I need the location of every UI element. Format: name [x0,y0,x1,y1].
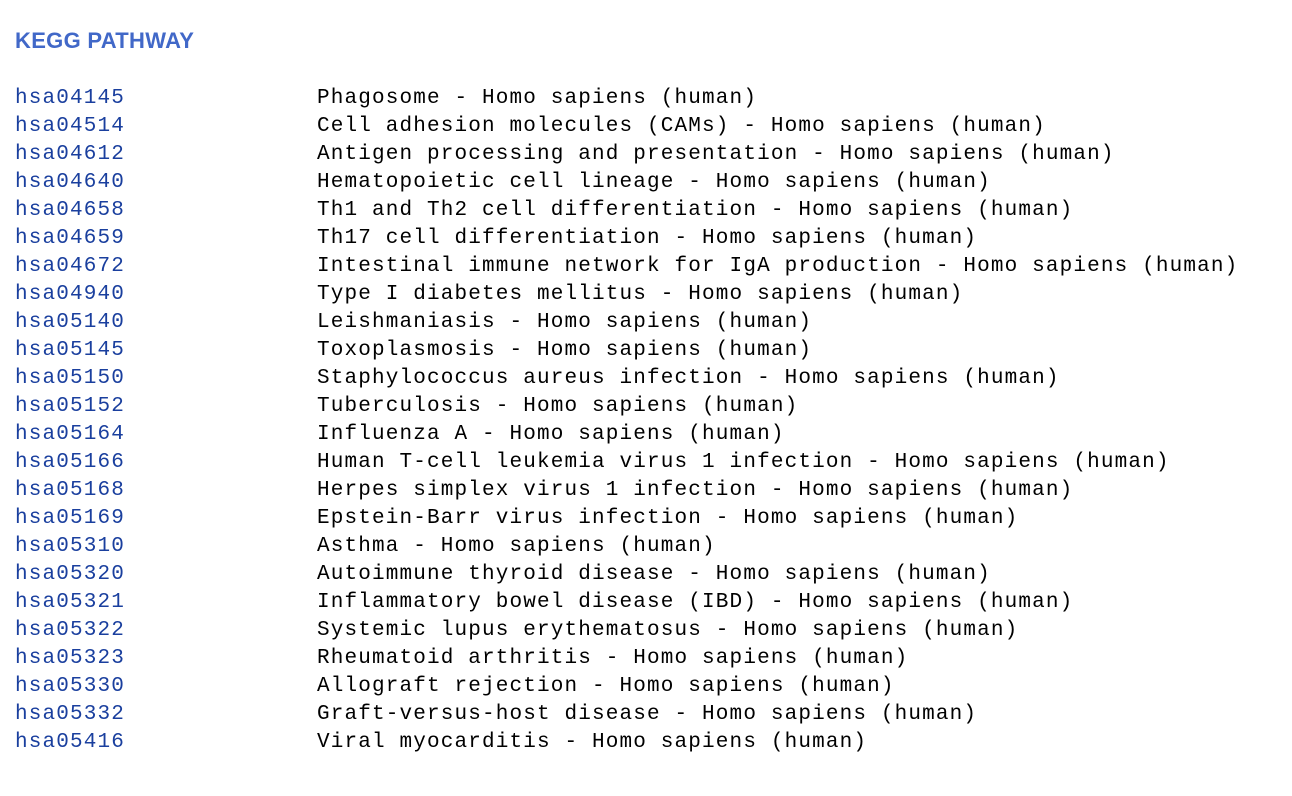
pathway-list: hsa04145 Phagosome - Homo sapiens (human)… [15,85,1238,757]
pathway-id-link[interactable]: hsa04940 [15,283,126,306]
pathway-id-link[interactable]: hsa05164 [15,423,126,446]
pathway-id-link[interactable]: hsa05166 [15,451,126,474]
pathway-id-link[interactable]: hsa04612 [15,143,126,166]
pathway-description: Influenza A - Homo sapiens (human) [317,423,785,446]
pathway-description: Epstein-Barr virus infection - Homo sapi… [317,507,1019,530]
pathway-description: Type I diabetes mellitus - Homo sapiens … [317,283,964,306]
pathway-row: hsa04514 Cell adhesion molecules (CAMs) -… [15,113,1238,141]
pathway-description: Autoimmune thyroid disease - Homo sapien… [317,563,991,586]
pathway-description: Toxoplasmosis - Homo sapiens (human) [317,339,813,362]
pathway-row: hsa05310 Asthma - Homo sapiens (human) [15,533,1238,561]
pathway-description: Hematopoietic cell lineage - Homo sapien… [317,171,991,194]
pathway-description: Herpes simplex virus 1 infection - Homo … [317,479,1074,502]
pathway-row: hsa04940 Type I diabetes mellitus - Homo … [15,281,1238,309]
pathway-description: Inflammatory bowel disease (IBD) - Homo … [317,591,1074,614]
pathway-description: Asthma - Homo sapiens (human) [317,535,716,558]
pathway-description: Antigen processing and presentation - Ho… [317,143,1115,166]
pathway-id-link[interactable]: hsa05152 [15,395,126,418]
pathway-id-link[interactable]: hsa05322 [15,619,126,642]
pathway-id-link[interactable]: hsa05320 [15,563,126,586]
pathway-id-link[interactable]: hsa05323 [15,647,126,670]
pathway-row: hsa04612 Antigen processing and presentat… [15,141,1238,169]
pathway-description: Rheumatoid arthritis - Homo sapiens (hum… [317,647,909,670]
pathway-id-link[interactable]: hsa04658 [15,199,126,222]
pathway-row: hsa05152 Tuberculosis - Homo sapiens (hum… [15,393,1238,421]
pathway-row: hsa05150 Staphylococcus aureus infection … [15,365,1238,393]
pathway-id-link[interactable]: hsa05332 [15,703,126,726]
pathway-row: hsa05416 Viral myocarditis - Homo sapiens… [15,729,1238,757]
pathway-id-link[interactable]: hsa04145 [15,87,126,110]
pathway-row: hsa05169 Epstein-Barr virus infection - H… [15,505,1238,533]
pathway-description: Allograft rejection - Homo sapiens (huma… [317,675,895,698]
pathway-id-link[interactable]: hsa05330 [15,675,126,698]
pathway-description: Human T-cell leukemia virus 1 infection … [317,451,1170,474]
pathway-description: Cell adhesion molecules (CAMs) - Homo sa… [317,115,1046,138]
pathway-row: hsa05322 Systemic lupus erythematosus - H… [15,617,1238,645]
pathway-id-link[interactable]: hsa05145 [15,339,126,362]
pathway-id-link[interactable]: hsa05169 [15,507,126,530]
pathway-id-link[interactable]: hsa04514 [15,115,126,138]
pathway-description: Intestinal immune network for IgA produc… [317,255,1239,278]
pathway-row: hsa05323 Rheumatoid arthritis - Homo sapi… [15,645,1238,673]
pathway-row: hsa05145 Toxoplasmosis - Homo sapiens (hu… [15,337,1238,365]
pathway-row: hsa05321 Inflammatory bowel disease (IBD)… [15,589,1238,617]
pathway-id-link[interactable]: hsa04659 [15,227,126,250]
pathway-row: hsa04672 Intestinal immune network for Ig… [15,253,1238,281]
pathway-id-link[interactable]: hsa05140 [15,311,126,334]
pathway-id-link[interactable]: hsa05150 [15,367,126,390]
pathway-row: hsa05320 Autoimmune thyroid disease - Hom… [15,561,1238,589]
pathway-description: Tuberculosis - Homo sapiens (human) [317,395,799,418]
pathway-description: Graft-versus-host disease - Homo sapiens… [317,703,978,726]
pathway-id-link[interactable]: hsa05321 [15,591,126,614]
pathway-row: hsa04145 Phagosome - Homo sapiens (human) [15,85,1238,113]
pathway-description: Staphylococcus aureus infection - Homo s… [317,367,1060,390]
pathway-id-link[interactable]: hsa05310 [15,535,126,558]
pathway-row: hsa04640 Hematopoietic cell lineage - Hom… [15,169,1238,197]
pathway-description: Th1 and Th2 cell differentiation - Homo … [317,199,1074,222]
pathway-row: hsa05168 Herpes simplex virus 1 infection… [15,477,1238,505]
pathway-row: hsa05140 Leishmaniasis - Homo sapiens (hu… [15,309,1238,337]
pathway-id-link[interactable]: hsa05168 [15,479,126,502]
pathway-row: hsa04658 Th1 and Th2 cell differentiation… [15,197,1238,225]
pathway-id-link[interactable]: hsa04640 [15,171,126,194]
pathway-id-link[interactable]: hsa04672 [15,255,126,278]
pathway-row: hsa05164 Influenza A - Homo sapiens (huma… [15,421,1238,449]
pathway-row: hsa04659 Th17 cell differentiation - Homo… [15,225,1238,253]
pathway-description: Phagosome - Homo sapiens (human) [317,87,758,110]
pathway-row: hsa05330 Allograft rejection - Homo sapie… [15,673,1238,701]
pathway-row: hsa05166 Human T-cell leukemia virus 1 in… [15,449,1238,477]
pathway-id-link[interactable]: hsa05416 [15,731,126,754]
pathway-description: Viral myocarditis - Homo sapiens (human) [317,731,868,754]
section-title: KEGG PATHWAY [15,28,195,53]
pathway-description: Th17 cell differentiation - Homo sapiens… [317,227,978,250]
pathway-description: Systemic lupus erythematosus - Homo sapi… [317,619,1019,642]
pathway-description: Leishmaniasis - Homo sapiens (human) [317,311,813,334]
pathway-row: hsa05332 Graft-versus-host disease - Homo… [15,701,1238,729]
